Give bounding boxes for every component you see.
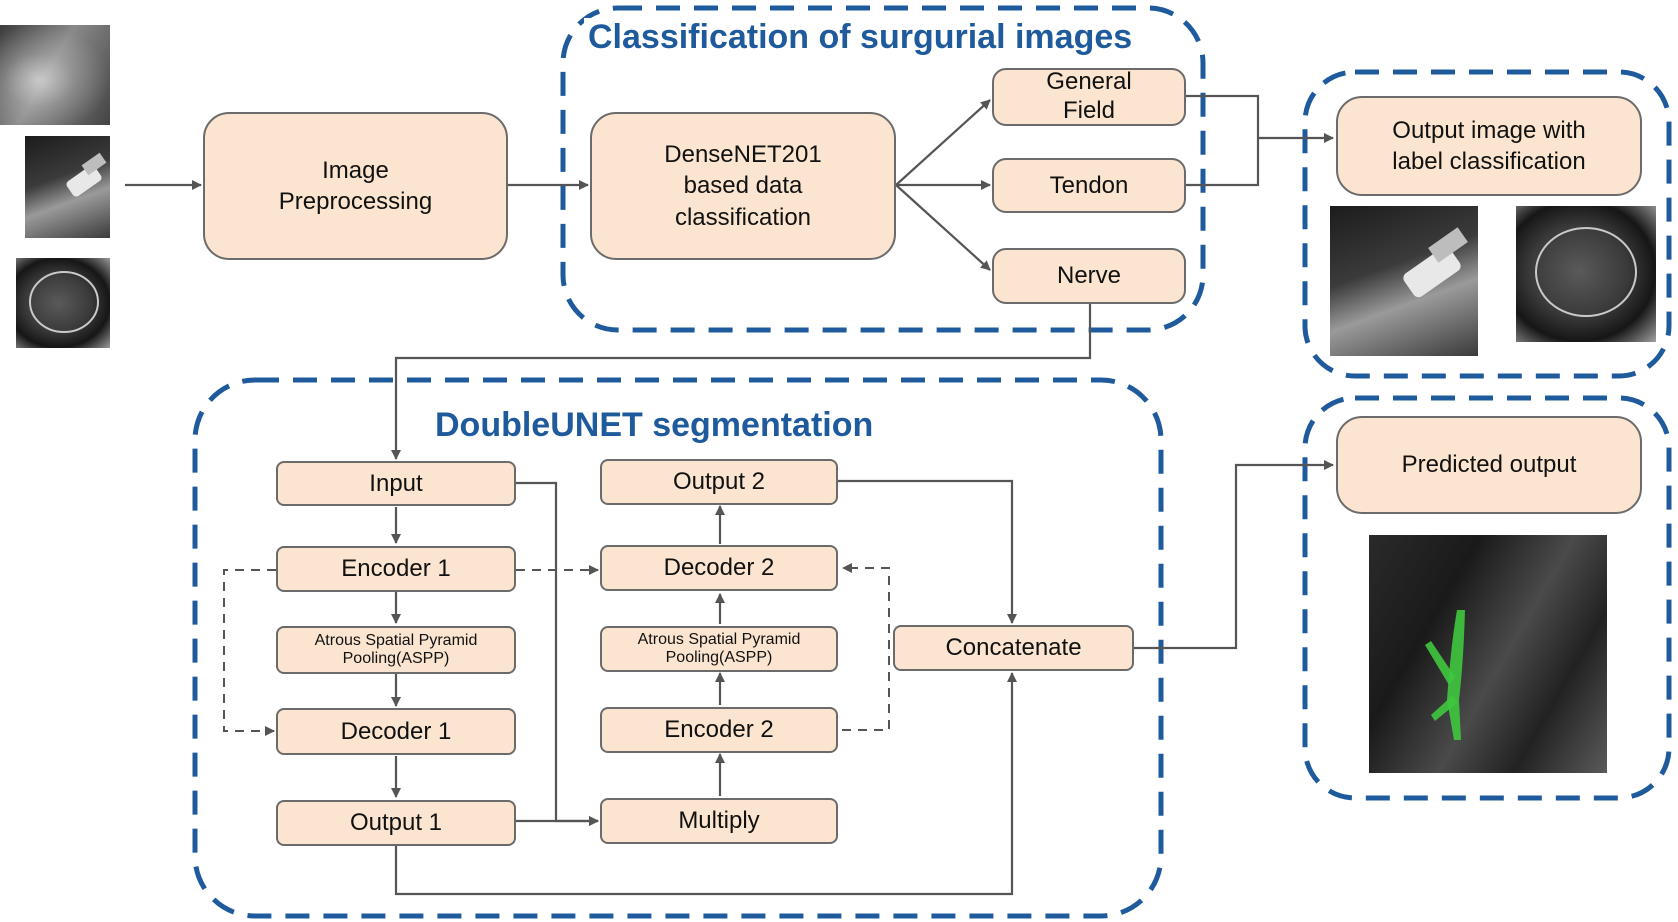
surgical-thumbnail-general-field [0, 25, 110, 125]
nerve-outline-icon [1535, 227, 1637, 317]
tendon-box: Tendon [992, 158, 1186, 213]
segmentation-group-title: DoubleUNET segmentation [431, 406, 878, 445]
arrow-to-nerve [895, 184, 991, 271]
arrow-input-to-multiply [516, 481, 599, 826]
output-thumbnail-tendon [1330, 206, 1478, 356]
arrow-to-general-field [895, 99, 991, 186]
output1-box: Output 1 [276, 800, 516, 846]
surgical-thumbnail-nerve [16, 258, 110, 348]
skip-encoder1-to-decoder1 [223, 569, 276, 736]
nerve-segmentation-overlay-icon [1425, 610, 1465, 740]
output-label-box: Output image with label classification [1336, 96, 1642, 196]
arrow-output1-to-concatenate [394, 672, 1017, 896]
nerve-outline-icon [29, 271, 99, 333]
output2-box: Output 2 [600, 459, 838, 505]
encoder1-box: Encoder 1 [276, 546, 516, 592]
encoder2-box: Encoder 2 [600, 707, 838, 753]
skip-encoder2-to-decoder2 [842, 563, 890, 731]
image-preprocessing-box: Image Preprocessing [203, 112, 508, 260]
nerve-box: Nerve [992, 248, 1186, 304]
classification-group-frame [560, 5, 1206, 333]
decoder2-box: Decoder 2 [600, 545, 838, 591]
aspp2-box: Atrous Spatial Pyramid Pooling(ASPP) [600, 626, 838, 672]
surgical-tool-icon [1403, 227, 1468, 298]
arrow-nerve-to-input [391, 304, 1092, 460]
output-thumbnail-nerve [1516, 206, 1656, 342]
predicted-output-box: Predicted output [1336, 416, 1642, 514]
connector-general-tendon [1186, 94, 1260, 187]
arrow-output2-to-concatenate [838, 479, 1017, 624]
surgical-tool-icon [66, 152, 107, 197]
multiply-box: Multiply [600, 798, 838, 844]
concatenate-box: Concatenate [893, 625, 1134, 671]
output-label-group-frame [1302, 69, 1672, 379]
classification-group-title: Classification of surgurial images [584, 18, 1137, 57]
general-field-box: General Field [992, 68, 1186, 126]
arrow-concatenate-to-predicted [1134, 460, 1334, 650]
segmentation-result-image [1369, 535, 1607, 773]
input-box: Input [276, 461, 516, 506]
decoder1-box: Decoder 1 [276, 708, 516, 755]
aspp1-box: Atrous Spatial Pyramid Pooling(ASPP) [276, 626, 516, 674]
surgical-thumbnail-tendon [25, 136, 110, 238]
predicted-group-frame [1302, 395, 1672, 801]
densenet-box: DenseNET201 based data classification [590, 112, 896, 260]
